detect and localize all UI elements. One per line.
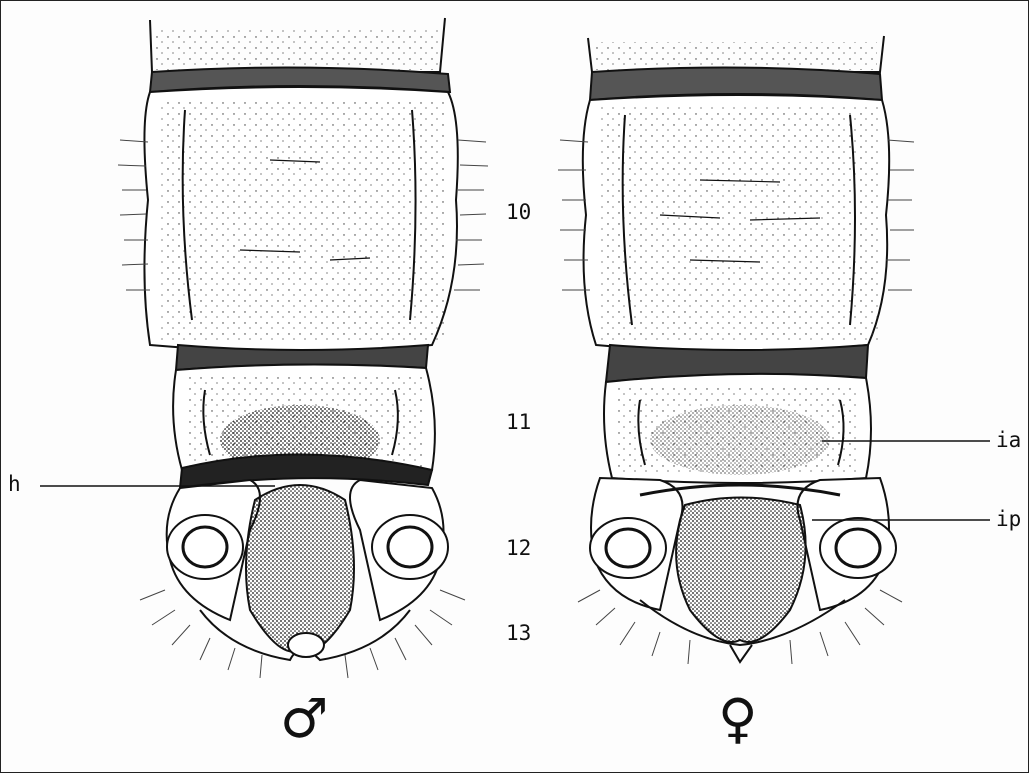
callout-label-h: h [8, 472, 21, 496]
callout-label-ia: ia [996, 428, 1021, 452]
segment-label-10: 10 [506, 200, 531, 224]
callout-label-ip: ip [996, 507, 1021, 531]
segment-label-11: 11 [506, 410, 531, 434]
segment-label-12: 12 [506, 536, 531, 560]
segment-label-13: 13 [506, 621, 531, 645]
male-abdomen [118, 18, 488, 678]
female-symbol-icon: ♀ [718, 692, 758, 746]
female-abdomen [558, 36, 914, 664]
male-symbol-icon: ♂ [280, 692, 328, 746]
